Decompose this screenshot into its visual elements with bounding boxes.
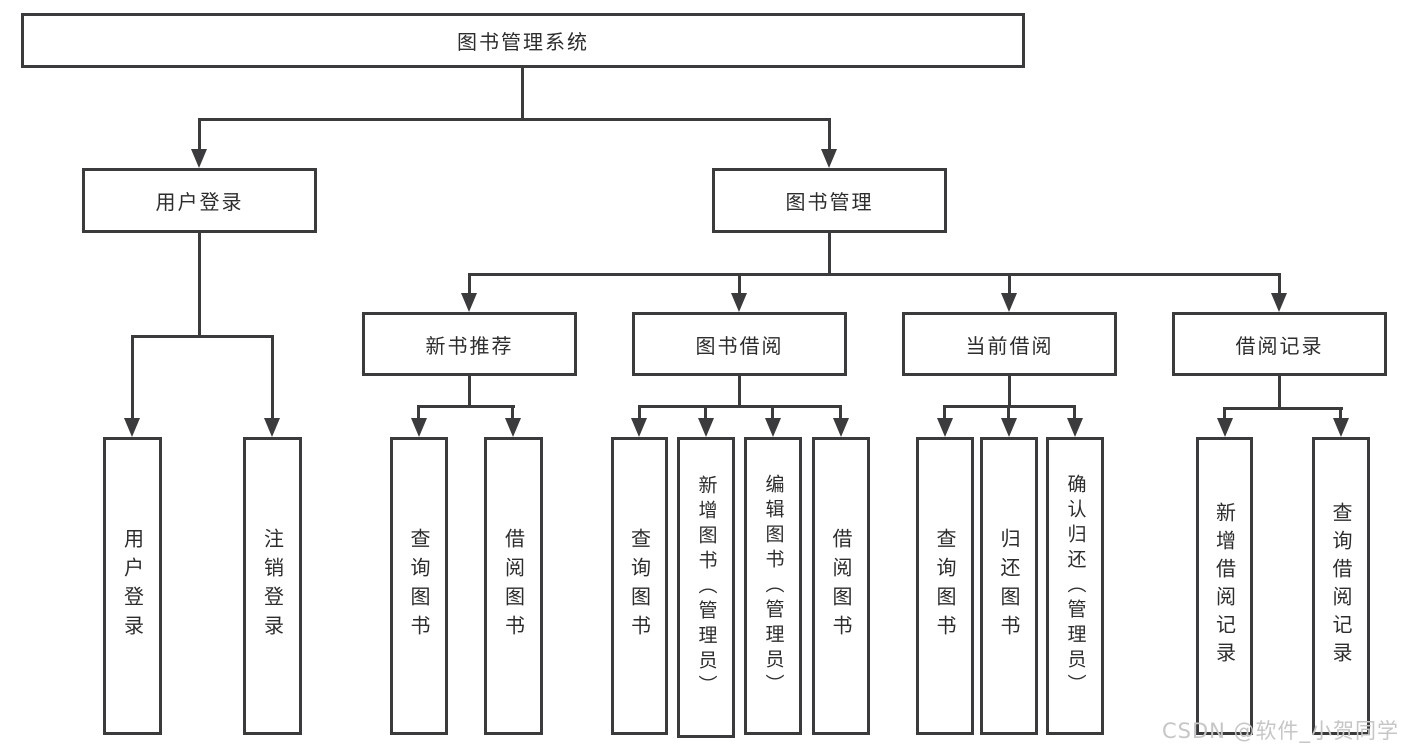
- connector-drop-user-login: [198, 118, 201, 152]
- node-current-borrow: 当前借阅: [902, 312, 1117, 376]
- arrow-down-icon: [1067, 418, 1083, 437]
- connector-level3-bar: [468, 273, 1281, 276]
- node-user-login: 用户登录: [82, 168, 317, 233]
- node-new-book-rec-label: 新书推荐: [425, 333, 514, 358]
- arrow-down-icon: [698, 418, 714, 437]
- arrow-down-icon: [821, 149, 837, 168]
- node-book-mgmt-label: 图书管理: [785, 190, 874, 214]
- connector-new-book-rec-stem: [468, 373, 471, 408]
- connector-drop-borrow-record: [1278, 273, 1281, 297]
- connector-user-login-stem: [198, 230, 201, 338]
- arrow-down-icon: [765, 418, 781, 437]
- csdn-watermark: CSDN @软件_小贺同学: [1162, 719, 1400, 743]
- leaf-confirm-return-admin-label: 确认归还（管理员）: [1064, 473, 1087, 699]
- arrow-down-icon: [191, 149, 207, 168]
- leaf-query-book-newrec: 查询图书: [390, 437, 448, 735]
- arrow-down-icon: [505, 418, 521, 437]
- connector-current-borrow-stem: [1008, 373, 1011, 408]
- leaf-query-book-current-label: 查询图书: [933, 528, 957, 644]
- arrow-down-icon: [1217, 418, 1233, 437]
- connector-drop: [1223, 407, 1226, 422]
- arrow-down-icon: [1001, 418, 1017, 437]
- node-borrow-record-label: 借阅记录: [1235, 333, 1324, 358]
- node-user-login-label: 用户登录: [155, 190, 244, 214]
- connector-root-stem: [521, 65, 524, 121]
- arrow-down-icon: [461, 293, 477, 312]
- node-root-label: 图书管理系统: [457, 30, 589, 54]
- leaf-add-book-admin: 新增图书（管理员）: [677, 437, 735, 738]
- arrow-down-icon: [264, 418, 280, 437]
- arrow-down-icon: [937, 418, 953, 437]
- connector-book-mgmt-stem: [828, 230, 831, 276]
- leaf-return-book: 归还图书: [980, 437, 1038, 735]
- connector-drop: [1007, 405, 1010, 422]
- leaf-query-book-current: 查询图书: [916, 437, 974, 735]
- node-book-borrow: 图书借阅: [632, 312, 847, 376]
- leaf-query-book-borrow-label: 查询图书: [627, 528, 652, 644]
- connector-book-borrow-stem: [738, 373, 741, 408]
- connector-drop: [511, 405, 514, 422]
- leaf-query-borrow-record: 查询借阅记录: [1312, 437, 1370, 735]
- leaf-borrow-book-newrec: 借阅图书: [484, 437, 543, 735]
- leaf-borrow-book: 借阅图书: [812, 437, 870, 735]
- node-book-mgmt: 图书管理: [712, 168, 947, 233]
- node-new-book-rec: 新书推荐: [362, 312, 577, 376]
- connector-drop-book-borrow: [738, 273, 741, 297]
- leaf-borrow-book-newrec-label: 借阅图书: [501, 528, 526, 644]
- node-book-borrow-label: 图书借阅: [695, 333, 784, 358]
- connector-drop-book-mgmt: [828, 118, 831, 152]
- leaf-add-borrow-record: 新增借阅记录: [1196, 437, 1253, 735]
- connector-drop: [417, 405, 420, 422]
- arrow-down-icon: [1333, 418, 1349, 437]
- leaf-user-login-label: 用户登录: [120, 528, 145, 644]
- connector-user-login-bar: [131, 335, 274, 338]
- leaf-query-book-borrow: 查询图书: [611, 437, 668, 735]
- leaf-query-book-newrec-label: 查询图书: [407, 528, 431, 644]
- connector-borrow-record-stem: [1278, 373, 1281, 410]
- connector-level2-bar: [198, 118, 831, 121]
- node-borrow-record: 借阅记录: [1172, 312, 1387, 376]
- connector-borrow-record-bar: [1223, 407, 1343, 410]
- leaf-query-borrow-record-label: 查询借阅记录: [1329, 502, 1353, 670]
- arrow-down-icon: [411, 418, 427, 437]
- leaf-add-borrow-record-label: 新增借阅记录: [1212, 502, 1237, 670]
- connector-drop-leaf-user-login: [131, 335, 134, 421]
- node-current-borrow-label: 当前借阅: [965, 333, 1054, 358]
- connector-drop: [943, 405, 946, 422]
- connector-drop: [638, 405, 641, 422]
- leaf-edit-book-admin: 编辑图书（管理员）: [744, 437, 802, 735]
- connector-drop-new-book-rec: [468, 273, 471, 297]
- connector-drop: [1339, 407, 1342, 422]
- leaf-add-book-admin-label: 新增图书（管理员）: [695, 475, 718, 700]
- node-root: 图书管理系统: [21, 13, 1025, 68]
- connector-book-borrow-bar: [638, 405, 842, 408]
- connector-drop: [704, 405, 707, 422]
- leaf-user-login: 用户登录: [103, 437, 162, 735]
- connector-drop-leaf-logout: [271, 335, 274, 421]
- leaf-borrow-book-label: 借阅图书: [829, 528, 853, 644]
- leaf-logout: 注销登录: [243, 437, 302, 735]
- arrow-down-icon: [1001, 293, 1017, 312]
- arrow-down-icon: [1271, 293, 1287, 312]
- leaf-confirm-return-admin: 确认归还（管理员）: [1046, 437, 1104, 735]
- connector-drop: [839, 405, 842, 422]
- connector-new-book-rec-bar: [417, 405, 515, 408]
- leaf-logout-label: 注销登录: [260, 528, 285, 644]
- connector-drop-current-borrow: [1008, 273, 1011, 297]
- connector-drop: [1073, 405, 1076, 422]
- connector-drop: [771, 405, 774, 422]
- arrow-down-icon: [631, 418, 647, 437]
- leaf-edit-book-admin-label: 编辑图书（管理员）: [762, 473, 785, 699]
- arrow-down-icon: [731, 293, 747, 312]
- leaf-return-book-label: 归还图书: [997, 528, 1021, 644]
- arrow-down-icon: [833, 418, 849, 437]
- arrow-down-icon: [124, 418, 140, 437]
